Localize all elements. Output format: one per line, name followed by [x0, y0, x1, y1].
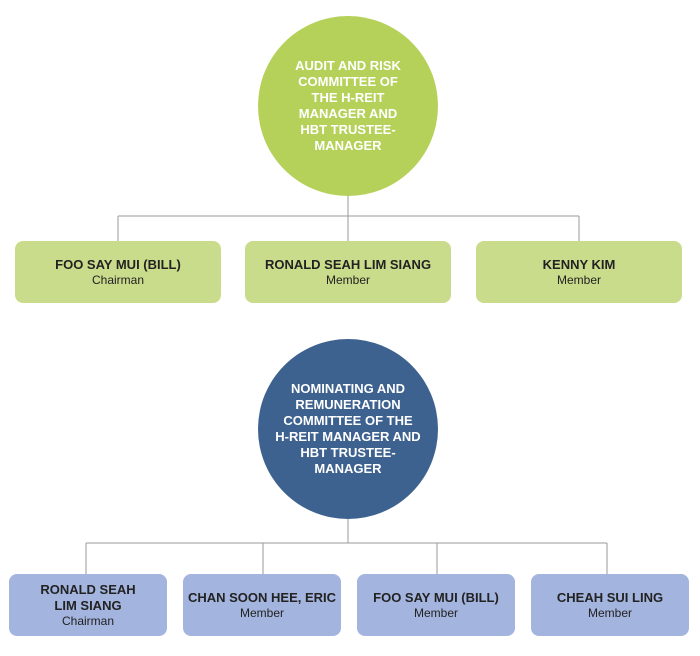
member-name: KENNY KIM [542, 256, 616, 272]
member-name: FOO SAY MUI (BILL) [55, 256, 181, 272]
nominating-committee-circle: NOMINATING AND REMUNERATION COMMITTEE OF… [258, 339, 438, 519]
member-role: Member [413, 605, 458, 620]
audit-member-card-1: FOO SAY MUI (BILL) Chairman [15, 241, 221, 303]
member-role: Member [325, 272, 370, 287]
member-role: Member [239, 605, 284, 620]
nominating-member-card-2: CHAN SOON HEE, ERIC Member [183, 574, 341, 636]
member-name: RONALD SEAH LIM SIANG [264, 256, 432, 272]
nominating-member-card-3: FOO SAY MUI (BILL) Member [357, 574, 515, 636]
audit-committee-title: AUDIT AND RISK COMMITTEE OF THE H-REIT M… [295, 58, 401, 153]
audit-committee-circle: AUDIT AND RISK COMMITTEE OF THE H-REIT M… [258, 16, 438, 196]
member-role: Chairman [91, 272, 145, 287]
member-name: FOO SAY MUI (BILL) [373, 589, 499, 605]
nominating-member-card-1: RONALD SEAH LIM SIANG Chairman [9, 574, 167, 636]
member-role: Chairman [61, 613, 115, 628]
audit-member-card-3: KENNY KIM Member [476, 241, 682, 303]
member-name: CHEAH SUI LING [556, 589, 664, 605]
member-name: RONALD SEAH LIM SIANG [40, 581, 136, 613]
member-role: Member [556, 272, 601, 287]
member-name: CHAN SOON HEE, ERIC [187, 589, 337, 605]
audit-member-card-2: RONALD SEAH LIM SIANG Member [245, 241, 451, 303]
member-role: Member [587, 605, 632, 620]
nominating-member-card-4: CHEAH SUI LING Member [531, 574, 689, 636]
nominating-committee-title: NOMINATING AND REMUNERATION COMMITTEE OF… [275, 381, 421, 476]
